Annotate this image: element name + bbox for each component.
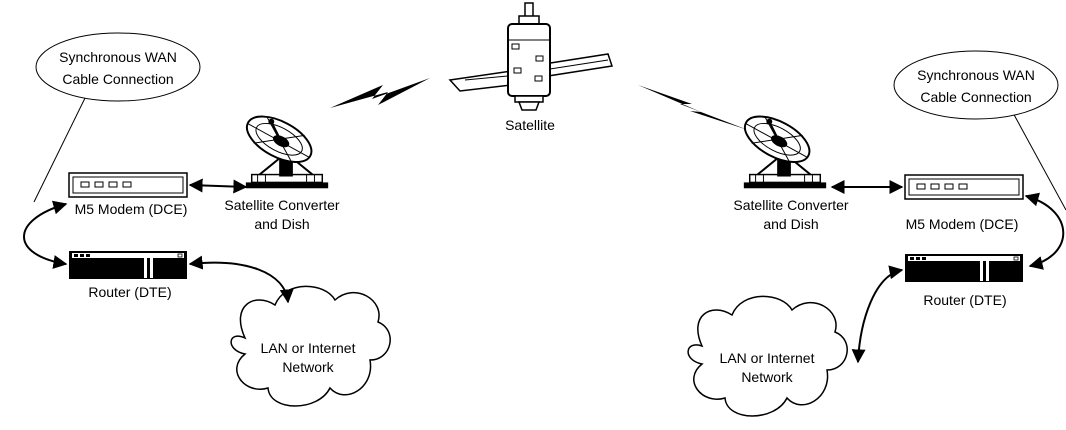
right-cloud-label-line2: Network xyxy=(741,369,793,385)
left-modem-label: M5 Modem (DCE) xyxy=(75,201,188,217)
right-callout: Synchronous WAN Cable Connection xyxy=(893,50,1066,211)
right-router-label: Router (DTE) xyxy=(923,292,1006,308)
left-dish-label-line1: Satellite Converter xyxy=(224,197,340,213)
right-modem-router-link xyxy=(1024,192,1065,270)
satellite-icon xyxy=(448,2,613,111)
right-wireless-link-icon xyxy=(638,85,748,130)
right-dish-label-line1: Satellite Converter xyxy=(733,197,849,213)
right-callout-line1: Synchronous WAN xyxy=(917,67,1035,83)
left-callout: Synchronous WAN Cable Connection xyxy=(33,32,201,203)
left-m5-modem-icon xyxy=(68,172,188,198)
right-modem-label: M5 Modem (DCE) xyxy=(906,216,1019,232)
satellite-label: Satellite xyxy=(505,117,555,133)
left-router-icon xyxy=(68,250,188,280)
right-router-icon xyxy=(904,253,1024,283)
left-dish-label-line2: and Dish xyxy=(254,216,309,232)
left-callout-line1: Synchronous WAN xyxy=(59,49,177,65)
left-cloud-label-line1: LAN or Internet xyxy=(261,340,356,356)
right-cloud-icon xyxy=(687,295,848,417)
left-wireless-link-icon xyxy=(330,78,430,108)
left-satellite-dish-icon xyxy=(238,112,330,190)
left-router-cloud-link xyxy=(188,255,294,304)
left-modem-router-link xyxy=(23,200,68,269)
right-satellite-dish-icon xyxy=(736,112,828,190)
left-cloud-label-line2: Network xyxy=(282,359,334,375)
right-dish-label-line2: and Dish xyxy=(763,216,818,232)
right-m5-modem-icon xyxy=(904,174,1024,200)
right-cloud-label-line1: LAN or Internet xyxy=(720,350,815,366)
left-modem-dish-link xyxy=(188,178,248,194)
left-callout-line2: Cable Connection xyxy=(62,71,173,87)
left-router-label: Router (DTE) xyxy=(88,284,171,300)
right-router-cloud-link xyxy=(851,265,904,364)
right-callout-line2: Cable Connection xyxy=(920,89,1031,105)
